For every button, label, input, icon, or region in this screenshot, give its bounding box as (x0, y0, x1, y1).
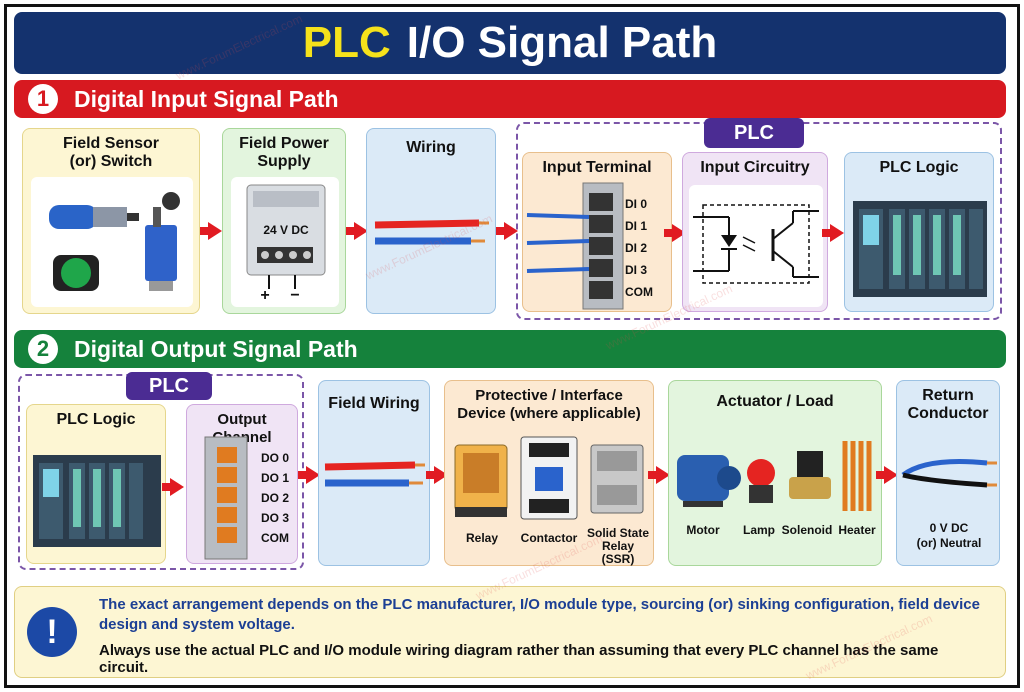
power-supply-voltage: 24 V DC (263, 223, 309, 237)
field-wiring-box: Field Wiring (318, 380, 430, 566)
note-box: ! The exact arrangement depends on the P… (14, 586, 1006, 678)
com-label: COM (625, 285, 653, 299)
plc-input-tag: PLC (704, 118, 804, 148)
plc-rack-icon (853, 201, 987, 297)
field-sensor-title: Field Sensor (or) Switch (62, 135, 160, 170)
input-circuitry-box: Input Circuitry (682, 152, 828, 312)
di2-label: DI 2 (625, 241, 648, 255)
input-circuitry-title: Input Circuitry (700, 159, 810, 176)
arrow-icon (876, 466, 898, 484)
wire-pair-icon (324, 461, 425, 487)
power-supply-image: 24 V DC + − (231, 177, 339, 307)
return-label: 0 V DC (or) Neutral (916, 521, 982, 550)
plc-logic-input-title: PLC Logic (879, 159, 959, 176)
do1-label: DO 1 (261, 471, 290, 485)
do0-label: DO 0 (261, 451, 290, 465)
optocoupler-panel (689, 185, 823, 307)
plc-output-tag: PLC (126, 372, 212, 400)
lamp-label: Lamp (742, 523, 775, 537)
arrow-icon (648, 466, 670, 484)
sensor-switch-icon (49, 192, 180, 291)
arrow-icon (822, 224, 844, 242)
note-line-2: Always use the actual PLC and I/O module… (99, 642, 939, 676)
ssr-label: Solid State Relay (SSR) (586, 526, 649, 566)
terminal-block-icon (526, 182, 624, 310)
motor-label: Motor (686, 523, 720, 537)
output-terminal-icon (204, 436, 248, 560)
arrow-icon (496, 222, 518, 240)
wiring-box: Wiring (366, 128, 496, 314)
title-banner: PLC I/O Signal Path (14, 12, 1006, 74)
heater-label: Heater (838, 523, 876, 537)
power-supply-box: Field Power Supply 24 V DC + − (222, 128, 346, 314)
title-plc: PLC (302, 18, 391, 67)
plus-label: + (260, 287, 270, 304)
input-section-band: 1 Digital Input Signal Path (14, 80, 1006, 118)
note-line-1: The exact arrangement depends on the PLC… (99, 596, 980, 633)
loads-icon (677, 441, 872, 511)
minus-label: − (290, 287, 300, 304)
arrow-icon (200, 222, 222, 240)
return-conductor-box: Return Conductor 0 V DC (or) Neutral (896, 380, 1000, 566)
protective-device-box: Protective / Interface Device (where app… (444, 380, 654, 566)
field-sensor-images (31, 177, 193, 307)
input-section-title: Digital Input Signal Path (74, 85, 339, 112)
field-sensor-box: Field Sensor (or) Switch (22, 128, 200, 314)
solenoid-label: Solenoid (781, 523, 833, 537)
do3-label: DO 3 (261, 511, 290, 525)
output-section-title: Digital Output Signal Path (74, 335, 358, 362)
info-icon: ! (27, 607, 77, 657)
com-label: COM (261, 531, 289, 545)
input-terminal-title: Input Terminal (542, 159, 652, 176)
power-supply-icon (246, 184, 326, 289)
return-wire-icon (901, 459, 997, 488)
do2-label: DO 2 (261, 491, 290, 505)
arrow-icon (346, 222, 368, 240)
relay-label: Relay (465, 531, 499, 545)
plc-logic-output-title: PLC Logic (56, 411, 136, 428)
output-section-band: 2 Digital Output Signal Path (14, 330, 1006, 368)
actuator-load-title: Actuator / Load (716, 393, 834, 410)
plc-rack-icon (33, 455, 161, 547)
title-main: I/O Signal Path (406, 18, 718, 67)
input-terminal-box: Input Terminal DI 0 DI 1 DI 2 DI 3 COM (522, 152, 672, 312)
field-wiring-title: Field Wiring (328, 395, 420, 412)
arrow-icon (162, 478, 184, 496)
protective-device-title: Protective / Interface Device (where app… (457, 387, 641, 422)
plc-logic-output-box: PLC Logic (26, 404, 166, 564)
actuator-load-box: Actuator / Load Motor Lamp Solenoid Heat… (668, 380, 882, 566)
output-section-number: 2 (28, 334, 58, 364)
di1-label: DI 1 (625, 219, 648, 233)
optocoupler-icon (693, 204, 819, 284)
interface-devices-icon (454, 436, 644, 520)
di3-label: DI 3 (625, 263, 648, 277)
input-section-number: 1 (28, 84, 58, 114)
power-supply-title: Field Power Supply (239, 135, 329, 170)
di0-label: DI 0 (625, 197, 648, 211)
wiring-title: Wiring (406, 139, 456, 156)
plc-logic-input-box: PLC Logic (844, 152, 994, 312)
output-channel-box: Output Channel DO 0 DO 1 DO 2 DO 3 COM (186, 404, 298, 564)
wire-pair-icon (374, 219, 489, 245)
return-conductor-title: Return Conductor (907, 387, 989, 422)
contactor-label: Contactor (520, 531, 578, 545)
arrow-icon (298, 466, 320, 484)
